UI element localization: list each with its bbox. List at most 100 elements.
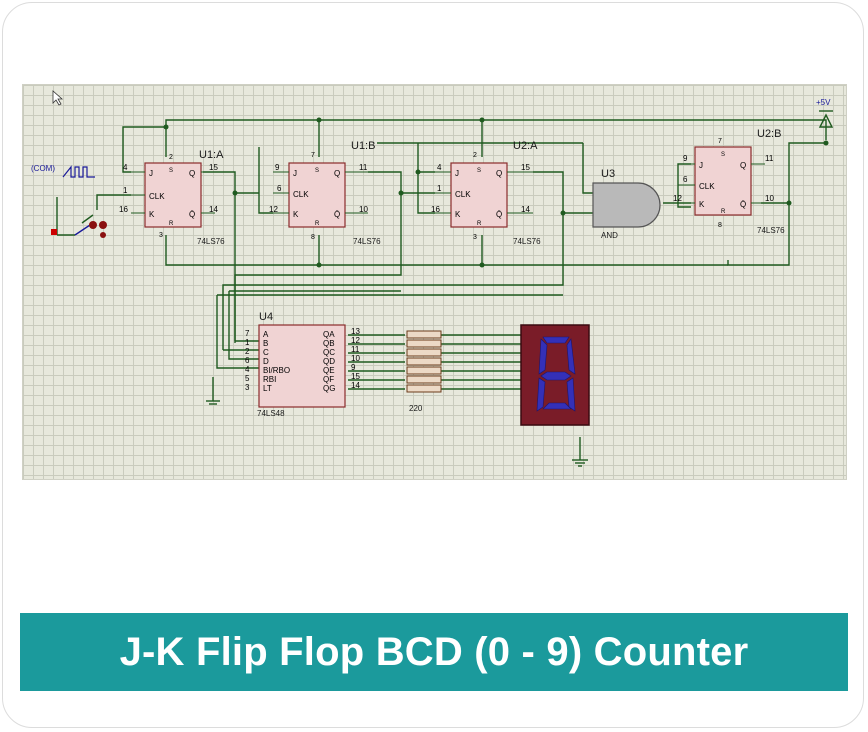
pin-label: C	[263, 348, 269, 357]
pin-number: 4	[123, 163, 128, 172]
pin-number: 10	[765, 194, 774, 203]
chip-body	[258, 324, 346, 408]
chip-body	[694, 146, 752, 216]
resistor-array[interactable]: 220	[406, 330, 442, 413]
clock-source[interactable]: (COM)	[31, 164, 95, 178]
pin-number: 1	[245, 338, 250, 347]
pin-label: Q̄	[740, 200, 746, 209]
chip-body	[144, 162, 202, 228]
pin-label: D	[263, 357, 269, 366]
resistor	[406, 339, 442, 348]
resistor	[406, 366, 442, 375]
pin-label: Q	[334, 169, 340, 178]
resistor-value: 220	[409, 404, 423, 413]
pin-label: K	[455, 210, 461, 219]
logic-switch[interactable]	[51, 197, 107, 238]
pin-label: S	[721, 152, 725, 158]
pin-number: 12	[673, 194, 682, 203]
pin-number: 9	[683, 154, 688, 163]
ref-label: U2:B	[757, 128, 781, 140]
pin-number: 7	[718, 138, 722, 145]
clock-waveform-icon	[62, 165, 95, 178]
pin-label: LT	[263, 384, 272, 393]
pin-number: 15	[209, 163, 218, 172]
pin-number: 2	[245, 347, 250, 356]
pin-number: 15	[521, 163, 530, 172]
resistor	[406, 348, 442, 357]
seven-segment-display[interactable]	[520, 324, 590, 426]
part-label: 74LS76	[197, 237, 225, 246]
pin-number: 11	[765, 154, 774, 163]
pin-label: QF	[323, 375, 334, 384]
pin-number: 15	[351, 372, 360, 381]
pin-label: CLK	[455, 190, 471, 199]
pin-label: Q	[740, 161, 746, 170]
ref-label: U1:B	[351, 140, 375, 152]
pin-number: 7	[245, 329, 250, 338]
digit-eight-icon	[536, 336, 576, 412]
pin-number: 11	[351, 345, 360, 354]
pin-number: 14	[521, 205, 530, 214]
pin-label: S	[315, 168, 319, 174]
pin-number: 8	[718, 222, 722, 229]
chip-body	[450, 162, 508, 228]
pin-number: 12	[269, 205, 278, 214]
flipflop-u2a[interactable]: U2:A 74LS76 4 1 16 15 14 2 3 J CLK K Q Q…	[431, 140, 541, 246]
switch-pin-icon	[51, 229, 57, 235]
power-label: +5V	[816, 98, 831, 107]
pin-label: S	[477, 168, 481, 174]
pin-label: QB	[323, 339, 335, 348]
pin-number: 9	[351, 363, 356, 372]
pin-label: Q	[496, 169, 502, 178]
pin-number: 1	[123, 186, 128, 195]
pin-number: 3	[473, 234, 477, 241]
pin-label: J	[293, 169, 297, 178]
decoder-u4[interactable]: U4 74LS48 7 1 2 6 4 5 3 A B C D BI/RBO R…	[245, 311, 360, 418]
pin-label: Q̄	[189, 210, 195, 219]
resistor	[406, 384, 442, 393]
power-terminal: +5V	[816, 98, 834, 128]
pin-label: CLK	[149, 192, 165, 201]
pin-label: Q̄	[496, 210, 502, 219]
pin-label: S	[169, 168, 173, 174]
pin-label: R	[477, 221, 482, 227]
pin-number: 3	[245, 383, 250, 392]
and-gate-u3[interactable]: U3 AND	[592, 168, 661, 240]
ref-label: U2:A	[513, 140, 538, 152]
pin-number: 6	[245, 356, 250, 365]
ref-label: U3	[601, 168, 615, 180]
pin-label: QE	[323, 366, 335, 375]
pin-label: R	[721, 209, 726, 215]
pin-number: 4	[245, 365, 250, 374]
pin-label: RBI	[263, 375, 276, 384]
part-label: 74LS76	[353, 237, 381, 246]
pin-number: 14	[209, 205, 218, 214]
flipflop-u2b[interactable]: U2:B 74LS76 9 6 12 11 10 7 8 J CLK K Q Q…	[673, 128, 785, 235]
cursor-icon	[52, 90, 64, 106]
clock-source-label: (COM)	[31, 164, 55, 173]
junctions	[163, 117, 829, 268]
flipflop-u1a[interactable]: U1:A 74LS76 4 1 16 15 14 2 3 J CLK K Q Q…	[119, 149, 225, 246]
pin-number: 7	[311, 152, 315, 159]
pin-number: 3	[159, 232, 163, 239]
pin-label: R	[169, 221, 174, 227]
and-gate-body	[592, 182, 661, 228]
schematic-canvas[interactable]: +5V (COM) U1:A 74LS76 4 1 16 15 14 2 3 J…	[22, 84, 847, 480]
pin-label: K	[149, 210, 155, 219]
pin-label: QA	[323, 330, 335, 339]
schematic-svg: +5V (COM) U1:A 74LS76 4 1 16 15 14 2 3 J…	[31, 90, 834, 467]
pin-number: 10	[359, 205, 368, 214]
pin-label: K	[293, 210, 299, 219]
part-label: 74LS48	[257, 409, 285, 418]
pin-label: CLK	[293, 190, 309, 199]
ref-label: U1:A	[199, 149, 224, 161]
resistor	[406, 375, 442, 384]
pin-label: A	[263, 330, 269, 339]
pin-number: 11	[359, 163, 368, 172]
pin-number: 10	[351, 354, 360, 363]
pin-label: BI/RBO	[263, 366, 290, 375]
flipflop-u1b[interactable]: U1:B 74LS76 9 6 12 11 10 7 8 J CLK K Q Q…	[269, 140, 381, 246]
resistor	[406, 330, 442, 339]
pin-label: J	[149, 169, 153, 178]
pin-label: J	[455, 169, 459, 178]
